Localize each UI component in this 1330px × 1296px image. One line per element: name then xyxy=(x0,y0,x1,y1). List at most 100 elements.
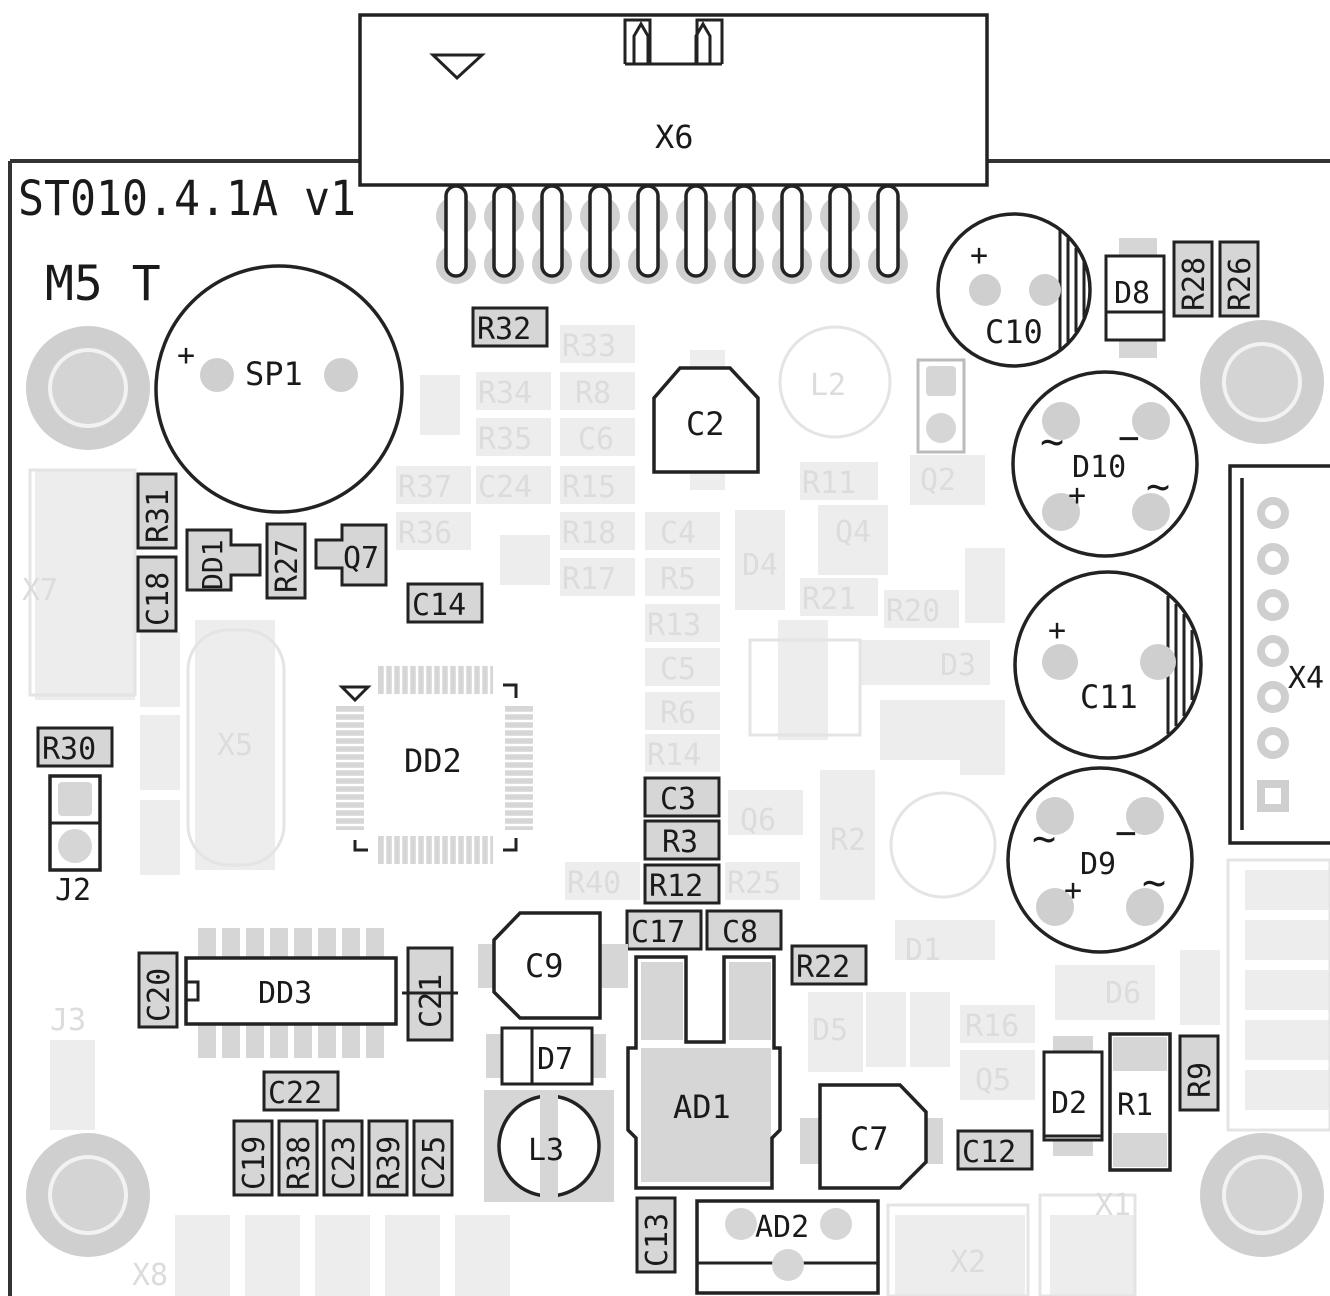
x6-pin1-marker xyxy=(429,53,486,81)
svg-text:R18: R18 xyxy=(562,516,616,551)
svg-text:R8: R8 xyxy=(575,376,611,411)
q7-label: Q7 xyxy=(343,541,379,576)
r22-label: R22 xyxy=(796,950,850,985)
capacitor-c17: C17 xyxy=(625,909,703,951)
svg-text:D1: D1 xyxy=(905,933,941,968)
sp1-label: SP1 xyxy=(245,355,303,393)
c17-label: C17 xyxy=(631,915,685,950)
mounting-hole-bottom-right xyxy=(1200,1133,1324,1257)
x6-label: X6 xyxy=(655,118,694,156)
svg-text:D5: D5 xyxy=(812,1013,848,1048)
capacitor-c3: C3 xyxy=(643,776,721,818)
r12-label: R12 xyxy=(649,869,703,904)
x4-label: X4 xyxy=(1288,661,1324,696)
capacitor-c14: C14 xyxy=(406,582,484,624)
resistor-r1: R1 xyxy=(1108,1032,1172,1172)
mounting-hole-top-left xyxy=(26,326,150,450)
r27-label: R27 xyxy=(270,539,305,593)
c21-label: C21 xyxy=(414,974,449,1028)
c19-label: C19 xyxy=(237,1136,272,1190)
svg-text:D6: D6 xyxy=(1105,976,1141,1011)
capacitor-c20: C20 xyxy=(137,951,179,1029)
mounting-hole-top-right xyxy=(1200,320,1324,444)
d8-label: D8 xyxy=(1114,276,1150,311)
d9-tilde-right: ~ xyxy=(1142,860,1166,906)
x6-key xyxy=(623,18,724,66)
c18-label: C18 xyxy=(141,572,176,626)
capacitor-c12: C12 xyxy=(956,1129,1034,1171)
c14-label: C14 xyxy=(412,588,466,623)
c20-label: C20 xyxy=(142,968,177,1022)
svg-text:D4: D4 xyxy=(742,548,778,583)
svg-text:C6: C6 xyxy=(578,422,614,457)
r32-label: R32 xyxy=(477,312,531,347)
c22-label: C22 xyxy=(268,1076,322,1111)
j2-label: J2 xyxy=(55,873,91,908)
svg-text:R2: R2 xyxy=(830,823,866,858)
svg-text:R40: R40 xyxy=(567,866,621,901)
svg-text:C24: C24 xyxy=(478,470,532,505)
c12-label: C12 xyxy=(962,1135,1016,1170)
c23-label: C23 xyxy=(327,1136,362,1190)
svg-text:X8: X8 xyxy=(132,1258,168,1293)
resistor-r30: R30 xyxy=(36,726,114,768)
svg-text:R16: R16 xyxy=(965,1009,1019,1044)
transistor-q7: Q7 xyxy=(314,523,388,587)
capacitor-c7: C7 xyxy=(800,1083,943,1190)
svg-text:L2: L2 xyxy=(810,368,846,403)
d9-plus: + xyxy=(1064,873,1082,908)
inductor-l3: L3 xyxy=(484,1090,614,1202)
x6-body xyxy=(358,13,989,187)
svg-text:R35: R35 xyxy=(478,422,532,457)
capacitor-c25: C25 xyxy=(412,1119,454,1197)
capacitor-c8: C8 xyxy=(705,909,783,951)
board-title: ST010.4.1A v1 xyxy=(18,171,356,227)
svg-text:R17: R17 xyxy=(562,562,616,597)
capacitor-c23: C23 xyxy=(322,1119,364,1197)
resistor-r27: R27 xyxy=(265,522,307,600)
regulator-ad2: AD2 xyxy=(695,1199,880,1295)
svg-text:R6: R6 xyxy=(660,696,696,731)
r26-label: R26 xyxy=(1223,257,1258,311)
ic-dd2: DD2 xyxy=(336,666,533,864)
r38-label: R38 xyxy=(282,1136,317,1190)
svg-text:R25: R25 xyxy=(727,866,781,901)
diode-d8: D8 xyxy=(1104,238,1166,358)
mounting-holes xyxy=(26,320,1324,1257)
r31-label: R31 xyxy=(141,489,176,543)
board-subtitle: M5 T xyxy=(45,256,161,312)
d10-minus: − xyxy=(1118,418,1140,459)
d9-label: D9 xyxy=(1080,847,1116,882)
dd1-label: DD1 xyxy=(196,539,229,590)
d10-tilde-right: ~ xyxy=(1146,464,1170,510)
d9-tilde-left: ~ xyxy=(1032,816,1056,862)
bridge-d10: ~ − + ~ D10 xyxy=(1011,370,1199,558)
dd3-label: DD3 xyxy=(258,976,312,1011)
svg-text:X7: X7 xyxy=(22,573,58,608)
resistor-r3: R3 xyxy=(643,819,721,861)
resistor-r28: R28 xyxy=(1172,240,1214,318)
resistor-r9: R9 xyxy=(1178,1034,1220,1112)
c7-label: C7 xyxy=(850,1120,889,1158)
c8-label: C8 xyxy=(722,915,758,950)
svg-text:C4: C4 xyxy=(660,516,696,551)
capacitor-c21: C21 xyxy=(402,946,458,1042)
c9-label: C9 xyxy=(525,947,564,985)
dd2-label: DD2 xyxy=(404,742,462,780)
svg-text:X2: X2 xyxy=(950,1245,986,1280)
d7-label: D7 xyxy=(537,1042,573,1077)
capacitor-c9: C9 xyxy=(478,911,628,1020)
buzzer-sp1: + SP1 xyxy=(154,264,404,514)
d10-plus: + xyxy=(1068,478,1086,513)
diode-d7: D7 xyxy=(486,1026,606,1086)
r1-label: R1 xyxy=(1117,1088,1153,1123)
svg-text:R5: R5 xyxy=(660,562,696,597)
capacitor-c19: C19 xyxy=(232,1119,274,1197)
svg-text:R20: R20 xyxy=(886,594,940,629)
svg-text:Q5: Q5 xyxy=(975,1063,1011,1098)
svg-text:D3: D3 xyxy=(940,648,976,683)
c3-label: C3 xyxy=(660,782,696,817)
capacitor-c13: C13 xyxy=(635,1196,677,1274)
svg-text:Q4: Q4 xyxy=(835,515,871,550)
